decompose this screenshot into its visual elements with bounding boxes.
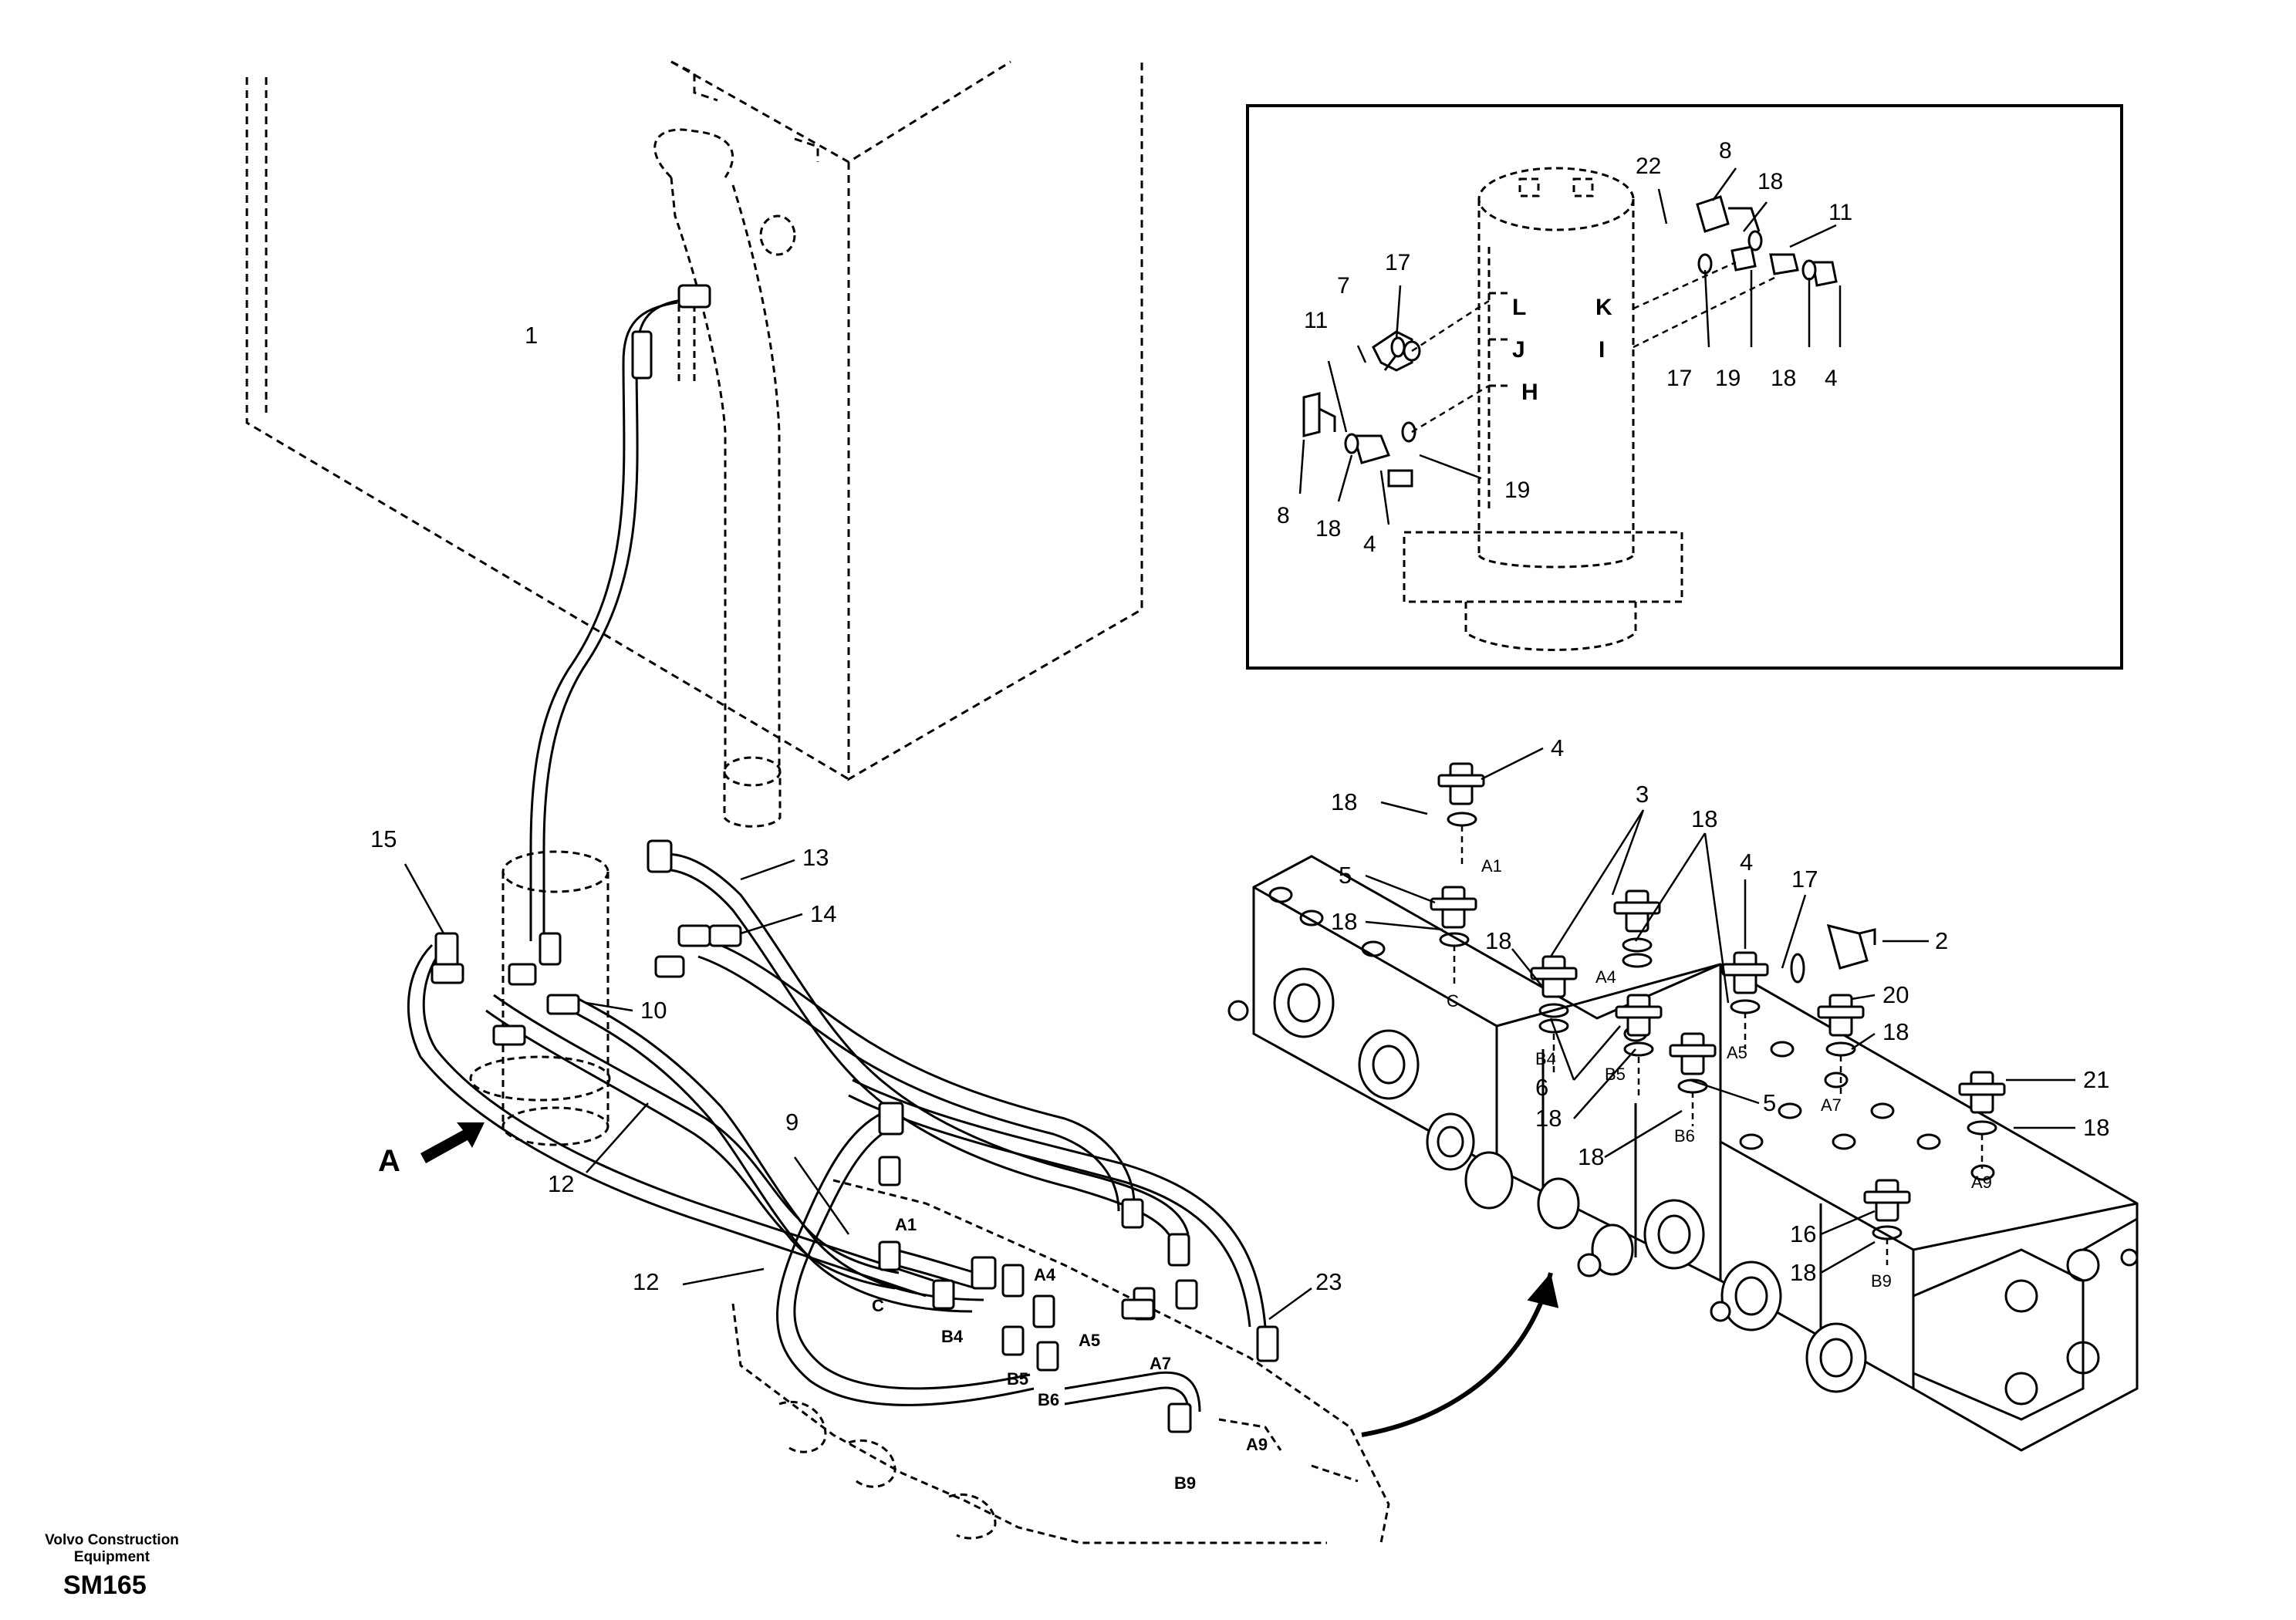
detail-arrow [1361,1272,1559,1437]
inset-callout-18: 18 [1757,169,1783,194]
lower-port-A1: A1 [895,1215,917,1234]
drawing-code: SM165 [63,1571,147,1600]
solenoids [1227,967,1867,1393]
inset-callout-22: 22 [1636,154,1661,179]
main-callout-13: 13 [802,844,829,871]
valve-callout-2: 2 [1935,927,1948,954]
valve-port-A9: A9 [1971,1173,1992,1192]
inset-callout-8: 8 [1719,138,1732,164]
valve-callout-18e: 18 [1882,1018,1909,1045]
valve-callout-leaders [1365,747,2075,1274]
valve-callout-18: 18 [1331,788,1357,815]
inset-callout-17b: 17 [1666,366,1692,391]
valve-port-B6: B6 [1674,1126,1695,1146]
port-label-H: H [1521,380,1538,405]
control-valve-block [1252,855,2139,1452]
main-callout-10: 10 [640,997,667,1024]
valve-port-A7: A7 [1821,1095,1842,1115]
valve-port-C: C [1447,991,1459,1011]
valve-port-B4: B4 [1535,1049,1556,1068]
lower-port-A7: A7 [1150,1354,1171,1373]
lower-port-A4: A4 [1034,1265,1056,1284]
inset-callouts: 22 8 18 11 17 7 K L J H I 17 19 18 4 11 … [1277,138,1852,557]
cabin-outline [245,60,1143,781]
valve-callout-18i: 18 [1578,1143,1604,1170]
main-callout-14: 14 [810,900,836,927]
inset-callout-19b: 19 [1504,478,1530,503]
valve-callout-4b: 4 [1740,849,1753,876]
main-callout-15: 15 [370,825,397,852]
valve-callout-17: 17 [1791,866,1818,893]
valve-callout-18b: 18 [1691,805,1717,832]
valve-callout-18d: 18 [1485,927,1511,954]
port-label-L: L [1512,295,1526,320]
dashed-pipe [653,128,796,828]
detail-inset-frame [1246,104,2123,670]
valve-callout-20: 20 [1882,981,1909,1008]
lower-port-B4: B4 [941,1327,964,1346]
port-label-K: K [1595,295,1612,320]
valve-orings [1439,812,1997,1240]
company-name: Volvo Construction Equipment [45,1532,179,1565]
lower-port-labels: A1 A4 C B4 A5 A7 B5 B6 A9 B9 [872,1215,1268,1493]
main-callout-leaders [403,859,1312,1321]
view-a-label: A [378,1144,400,1178]
valve-top-fittings [1430,762,2006,1222]
inset-callout-8b: 8 [1277,503,1290,528]
valve-port-A5: A5 [1727,1043,1747,1062]
valve-callout-18h: 18 [1790,1259,1816,1286]
valve-callout-5b: 5 [1763,1089,1776,1116]
port-label-I: I [1599,337,1605,363]
valve-port-B9: B9 [1871,1271,1892,1291]
main-callout-1: 1 [525,322,538,349]
valve-callouts: 4 18 3 18 4 17 5 18 18 2 20 18 6 18 5 21… [1331,734,2109,1291]
inset-callout-19: 19 [1715,366,1741,391]
inset-callout-11b: 11 [1304,308,1328,333]
inset-callout-18b: 18 [1771,366,1796,391]
valve-callout-16: 16 [1790,1220,1816,1247]
lower-port-B9: B9 [1174,1473,1196,1493]
lower-valve-outline [731,1179,1390,1544]
valve-callout-6: 6 [1535,1074,1548,1101]
lower-port-A5: A5 [1079,1331,1100,1350]
valve-port-A1: A1 [1481,856,1502,876]
inset-callout-4b: 4 [1363,532,1376,557]
main-callout-23: 23 [1315,1268,1342,1295]
valve-callout-5: 5 [1339,862,1352,889]
port-label-J: J [1512,337,1525,363]
inset-callout-4: 4 [1825,366,1838,391]
hose-fittings [430,284,1279,1433]
valve-callout-21: 21 [2083,1066,2109,1093]
main-callout-12: 12 [548,1170,574,1197]
valve-port-B5: B5 [1605,1065,1626,1084]
valve-callout-4: 4 [1551,734,1564,761]
valve-callout-18g: 18 [2083,1114,2109,1141]
inset-port-lines [1411,261,1775,434]
valve-port-lines [1453,825,1984,1265]
inset-callout-17: 17 [1385,250,1410,275]
inset-fittings [1302,195,1838,488]
lower-port-A9: A9 [1246,1435,1268,1454]
main-callouts: 1 15 13 14 10 9 12 12 23 [370,322,1342,1295]
valve-callout-3: 3 [1636,781,1649,808]
main-callout-12b: 12 [633,1268,659,1295]
lower-port-B5: B5 [1007,1369,1028,1389]
lower-port-B6: B6 [1038,1390,1059,1409]
valve-callout-18c: 18 [1331,908,1357,935]
main-callout-9: 9 [785,1109,799,1136]
inset-callout-18c: 18 [1315,516,1341,542]
inset-callout-7: 7 [1337,273,1350,299]
inset-callout-leaders [1298,167,1842,525]
view-a-arrow: A [378,1122,485,1178]
inset-callout-11: 11 [1828,200,1852,225]
inset-swivel-body [1403,167,1683,651]
hoses [407,298,1267,1412]
valve-port-A4: A4 [1595,967,1616,987]
valve-callout-18f: 18 [1535,1105,1562,1132]
lower-port-C: C [872,1296,884,1315]
